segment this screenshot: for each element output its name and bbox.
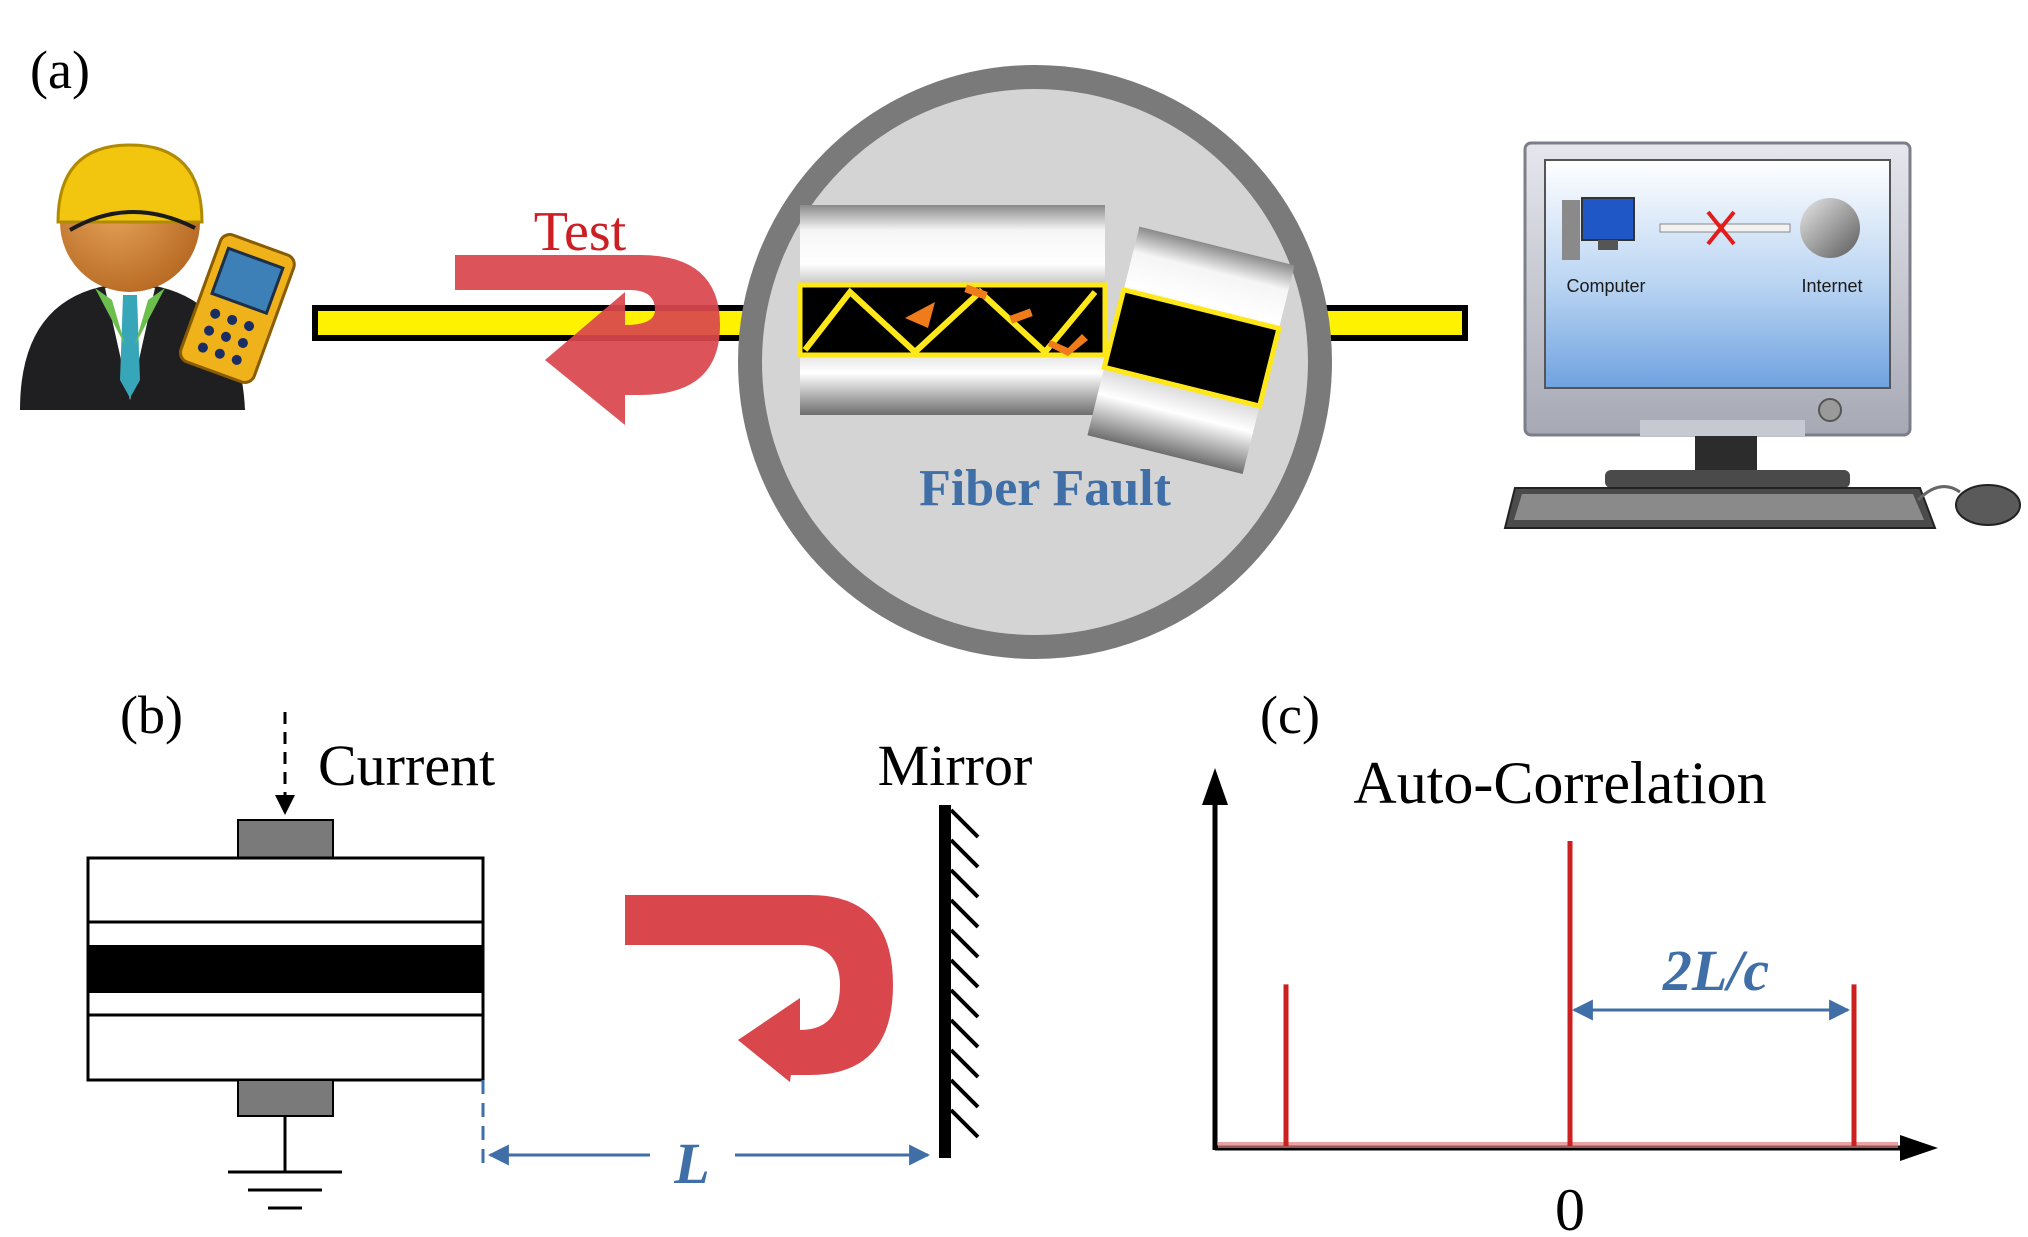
technician-icon: [20, 143, 296, 410]
broken-link-icon: [1706, 210, 1736, 246]
ground-icon: [228, 1116, 342, 1210]
laser-diode: [86, 819, 485, 1117]
panel-b: (b) Current: [86, 685, 1033, 1210]
mouse-icon: [1916, 484, 2021, 526]
test-arrow-icon: [455, 255, 720, 425]
keyboard-icon: [1503, 487, 1937, 529]
computer-icon: [1562, 197, 1635, 260]
panel-a-label: (a): [30, 40, 90, 100]
fiber-segment-intact: [797, 205, 1108, 415]
y-axis-arrow-icon: [1202, 768, 1228, 805]
current-label: Current: [318, 733, 495, 798]
test-label: Test: [534, 201, 627, 263]
chart-title: Auto-Correlation: [1353, 750, 1766, 816]
computer-monitor-icon: Computer Internet: [1523, 141, 1912, 488]
x-axis-arrow-icon: [1900, 1135, 1938, 1161]
mirror-label: Mirror: [878, 733, 1033, 798]
panel-c-label: (c): [1260, 685, 1320, 745]
panel-b-label: (b): [120, 685, 183, 745]
panel-a: (a) Test: [20, 40, 2021, 659]
peaks-group: [1283, 841, 1857, 1146]
mirror-icon: [939, 805, 980, 1158]
baseline-noise: [1218, 1142, 1898, 1148]
reflection-arrow-icon: [625, 895, 893, 1082]
globe-icon: [1800, 198, 1860, 258]
fiber-fault-label: Fiber Fault: [919, 460, 1171, 517]
otdr-device-icon: [178, 233, 296, 384]
computer-label: Computer: [1566, 276, 1645, 296]
length-label: L: [673, 1131, 709, 1196]
fiber-segment-broken: [1087, 226, 1295, 474]
panel-c: (c) Auto-Correlation 0 2L/c: [1202, 685, 1938, 1237]
spacing-label: 2L/c: [1662, 938, 1769, 1003]
internet-label: Internet: [1801, 276, 1862, 296]
x-tick-zero: 0: [1555, 1177, 1585, 1237]
current-arrow-icon: [275, 795, 295, 815]
